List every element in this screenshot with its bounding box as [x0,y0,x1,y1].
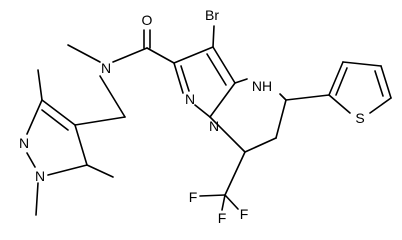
atom-n-trimethylpyrazole-1: N [35,168,45,184]
bond-pz-c4-c3-1 [41,99,76,126]
bond-pz-n1-c5 [47,164,88,176]
bond-c2-n1-2 [180,65,190,92]
atom-f-right: F [240,206,249,222]
bond-carbonyl-namide [112,47,148,63]
bond-c5-c6 [275,99,287,139]
bond-c3a-nh [234,78,248,84]
bond-pz-c4-c3-2 [41,109,69,131]
bond-pz-c5-methyl [86,164,114,178]
bond-th-c3-c4 [342,61,382,67]
bond-th-c2-c3-2 [335,67,348,96]
bond-namide-ch2 [99,75,126,118]
atom-nh: NH [252,78,272,94]
bond-c2-n1-1 [173,62,184,94]
bond-th-c2-c3-1 [328,61,344,96]
bond-n7a-c3a [209,82,236,118]
atom-n-trimethylpyrazole-2: N [19,135,29,151]
atom-f-top: F [218,210,227,226]
bond-c3-c3a-2 [206,53,227,86]
bond-cf3-f-left [199,194,226,197]
atom-n-pyrazole-1: N [185,91,195,107]
atom-labels: O N Br NH N N N N S F F F [19,7,365,226]
bond-lines [26,25,392,216]
bond-pz-c3-n2 [26,99,43,135]
bond-pz-c3-methyl [37,69,43,101]
bond-ch2-pz-c4 [74,116,126,126]
atom-n-amide: N [101,60,111,76]
bond-n1-n7a [194,104,211,118]
bond-c7-n7a [209,116,246,153]
bond-c3-br [212,25,215,48]
molecule-structure: O N Br NH N N N N S F F F [19,7,392,226]
bond-c5-thiophene [285,94,330,101]
bond-carbonyl-c2 [146,47,175,64]
bond-th-c4-c5-2 [374,70,384,97]
bond-pz-c5-c4 [74,124,88,166]
bond-c3-c3a-1 [212,46,236,84]
bond-c2-c3 [173,46,214,64]
atom-o: O [142,12,153,28]
bond-pz-n2-n1 [26,152,36,168]
bond-th-c5-s [369,97,392,114]
atom-s: S [355,110,364,126]
bond-c7-cf3 [224,151,246,196]
atom-n-pyrazole-7a: N [209,118,219,134]
bond-th-c4-c5-1 [380,65,392,99]
bond-namide-methyl [67,44,101,63]
bond-c6-c7 [244,137,277,153]
bond-nh-c5 [279,93,287,101]
bond-th-s-c2 [328,94,351,114]
atom-f-left: F [189,189,198,205]
atom-br: Br [205,7,219,23]
bond-pz-n1-methyl [35,182,39,216]
bond-cf3-f-top [221,194,226,211]
bond-cf3-f-right [224,194,239,210]
